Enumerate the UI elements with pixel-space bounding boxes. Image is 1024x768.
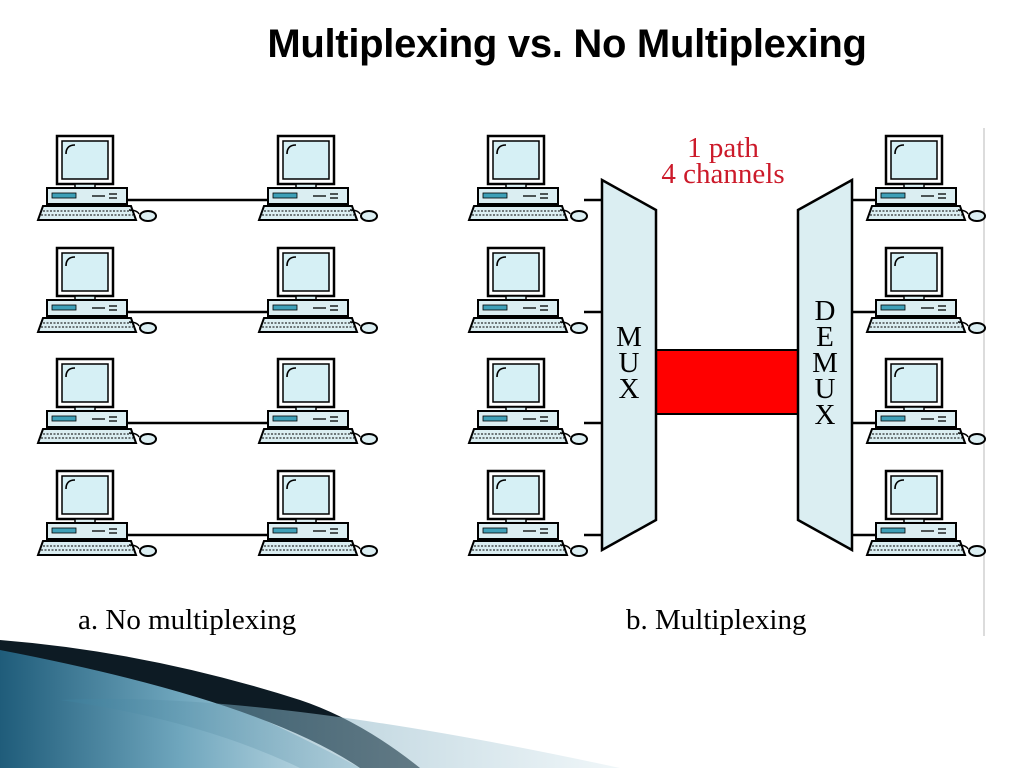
- computer-icon: [36, 134, 158, 223]
- path-label-line1: 1 path: [687, 132, 759, 164]
- computer-icon: [257, 469, 379, 558]
- computer-icon: [467, 134, 589, 223]
- demux-letter: D: [815, 295, 836, 327]
- demux-letter: U: [815, 373, 836, 405]
- computer-icon: [467, 246, 589, 335]
- mux-letter: X: [619, 373, 640, 405]
- computer-icon: [865, 246, 987, 335]
- computer-icon: [865, 357, 987, 446]
- computer-icon: [36, 246, 158, 335]
- demux-letter: E: [816, 321, 834, 353]
- path-label-line2: 4 channels: [661, 158, 784, 190]
- decorative-swoosh: [0, 640, 620, 768]
- slide-title: Multiplexing vs. No Multiplexing: [267, 22, 867, 66]
- computer-icon: [467, 357, 589, 446]
- output-lines: [852, 198, 888, 537]
- computer-icon: [257, 246, 379, 335]
- mux-letter: U: [619, 347, 640, 379]
- input-lines: [584, 198, 602, 537]
- shared-path: [655, 349, 799, 415]
- demux-letter: M: [812, 347, 838, 379]
- demux-block: [796, 177, 854, 553]
- computer-icon: [257, 357, 379, 446]
- computer-icon: [865, 134, 987, 223]
- computer-icon: [36, 357, 158, 446]
- mux-block: [600, 177, 658, 553]
- computer-icon: [865, 469, 987, 558]
- computer-icon: [467, 469, 589, 558]
- caption-no-multiplexing: a. No multiplexing: [78, 604, 296, 636]
- mux-letter: M: [616, 321, 642, 353]
- connection-lines: [114, 198, 276, 537]
- demux-letter: X: [815, 399, 836, 431]
- computer-icon: [36, 469, 158, 558]
- panel-no-multiplexing: a. No multiplexing: [36, 134, 379, 636]
- panel-multiplexing: M U X D E M U X 1 path 4 channels b. Mul…: [467, 132, 987, 636]
- caption-multiplexing: b. Multiplexing: [626, 604, 806, 636]
- computer-icon: [257, 134, 379, 223]
